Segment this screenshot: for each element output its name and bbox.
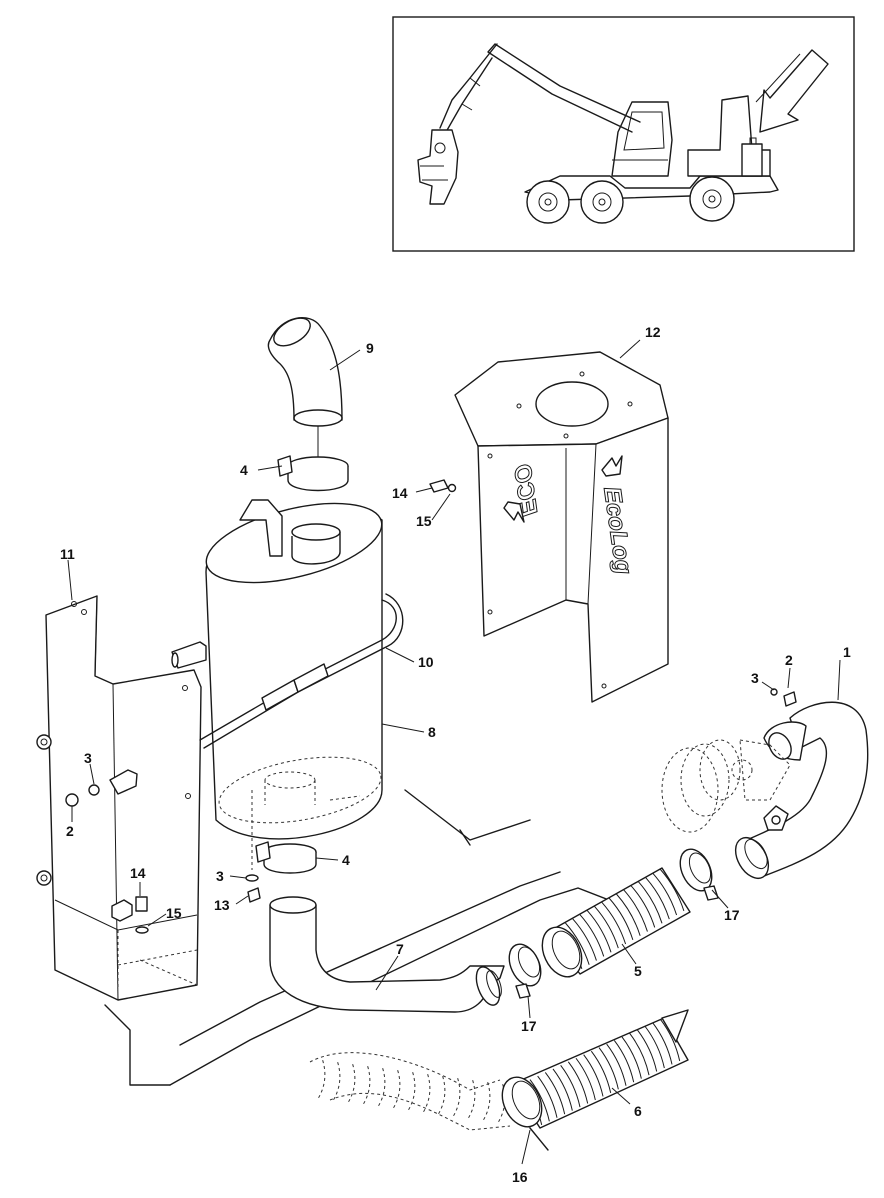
callout-3-muffler: 3 [216,868,224,884]
corrugation-rib [421,1074,431,1115]
corrugation-rib [575,1057,596,1101]
callout-14-upper: 14 [392,485,408,501]
clamp-part-4-upper [277,455,349,492]
corrugation-rib [466,1080,476,1121]
corrugation-rib [598,1047,619,1090]
corrugation-rib [537,1075,558,1118]
corrugation-rib [621,1036,642,1079]
corrugation-rib [594,906,619,949]
corrugation-rib [552,1068,573,1111]
flex-pipe-part-6 [309,1009,689,1151]
corrugation-rib [529,1079,550,1122]
callout-17-left: 17 [521,1018,537,1034]
corrugation-rib [636,1029,658,1072]
callout-2-shield: 2 [66,823,74,839]
callout-15-upper: 15 [416,513,432,529]
exhaust-pipe-part-7 [269,896,505,1013]
brand-flame-icon-mirrored [503,501,525,523]
callout-7: 7 [396,941,404,957]
callout-17-right: 17 [724,907,740,923]
corrugation-rib [630,885,656,928]
corrugation-rib [659,868,685,912]
turbo-pipe-part-1 [734,701,869,879]
callout-4-upper: 4 [240,462,248,478]
callout-3-turbo: 3 [751,670,759,686]
clamp-part-17-left [508,943,542,999]
corrugation-rib [544,1072,566,1115]
corrugation-rib [606,1043,627,1086]
harvester-machine-sketch [417,43,829,224]
screw-and-washer-near-shield-12 [429,479,457,493]
corrugation-rib [436,1076,446,1117]
corrugation-rib [567,1061,589,1104]
corrugation-rib [623,889,648,932]
callout-12: 12 [645,324,661,340]
corrugation-rib [583,1054,604,1097]
corrugation-rib [590,1050,612,1093]
callout-1: 1 [843,644,851,660]
flex-pipe-part-5 [541,867,691,978]
muffler-part-8 [171,499,383,840]
corrugation-rib [601,901,627,945]
callout-15-lower: 15 [166,905,182,921]
corrugation-rib [637,881,663,924]
corrugation-rib [346,1064,356,1105]
corrugation-rib [560,1065,581,1108]
chassis-floor-outline [104,789,641,1086]
corrugation-rib [586,910,612,953]
strap-part-10 [199,593,404,749]
callout-13: 13 [214,897,230,913]
corrugation-rib [391,1070,401,1111]
callout-6: 6 [634,1103,642,1119]
nut-and-washer-near-turbo [770,688,797,707]
brand-flame-icon [601,455,623,477]
clamp-part-4-lower [255,841,317,874]
exhaust-elbow-part-9 [267,317,343,458]
corrugation-rib [565,922,590,965]
callout-10: 10 [418,654,434,670]
corrugation-rib [613,1040,635,1083]
corrugation-rib [316,1060,326,1101]
corrugation-rib [481,1082,491,1123]
corrugation-rib [451,1078,461,1119]
callout-9: 9 [366,340,374,356]
corrugation-rib [652,1022,673,1065]
callout-2-turbo: 2 [785,652,793,668]
callout-8: 8 [428,724,436,740]
side-shield-part-11 [36,595,202,1001]
top-shield-part-12: EcoLog ECO [454,351,669,703]
corrugation-rib [659,1018,681,1061]
corrugation-rib [645,877,670,920]
screw-13-and-washer-3 [245,790,261,903]
corrugation-rib [376,1068,386,1109]
corrugation-rib [616,893,641,936]
corrugation-rib [579,914,605,957]
corrugation-rib [629,1033,650,1076]
corrugation-rib [331,1062,341,1103]
callout-11: 11 [60,546,75,562]
callout-leaders [67,339,841,1165]
callout-3-shield: 3 [84,750,92,766]
callout-5: 5 [634,963,642,979]
clamp-part-17-right [679,848,719,901]
corrugation-rib [652,872,678,916]
callout-numbers: 1 2 3 9 12 4 14 15 11 10 8 3 2 4 3 13 14… [60,324,851,1185]
machine-overview-inset [392,16,855,252]
turbocharger-dashed [661,739,791,833]
corrugation-rib [361,1066,371,1107]
callout-14-lower: 14 [130,865,146,881]
corrugation-rib [572,918,597,961]
corrugation-rib [608,897,634,941]
corrugation-rib [406,1072,416,1113]
callout-4-lower: 4 [342,852,350,868]
corrugation-rib [644,1025,665,1069]
callout-16: 16 [512,1169,528,1185]
